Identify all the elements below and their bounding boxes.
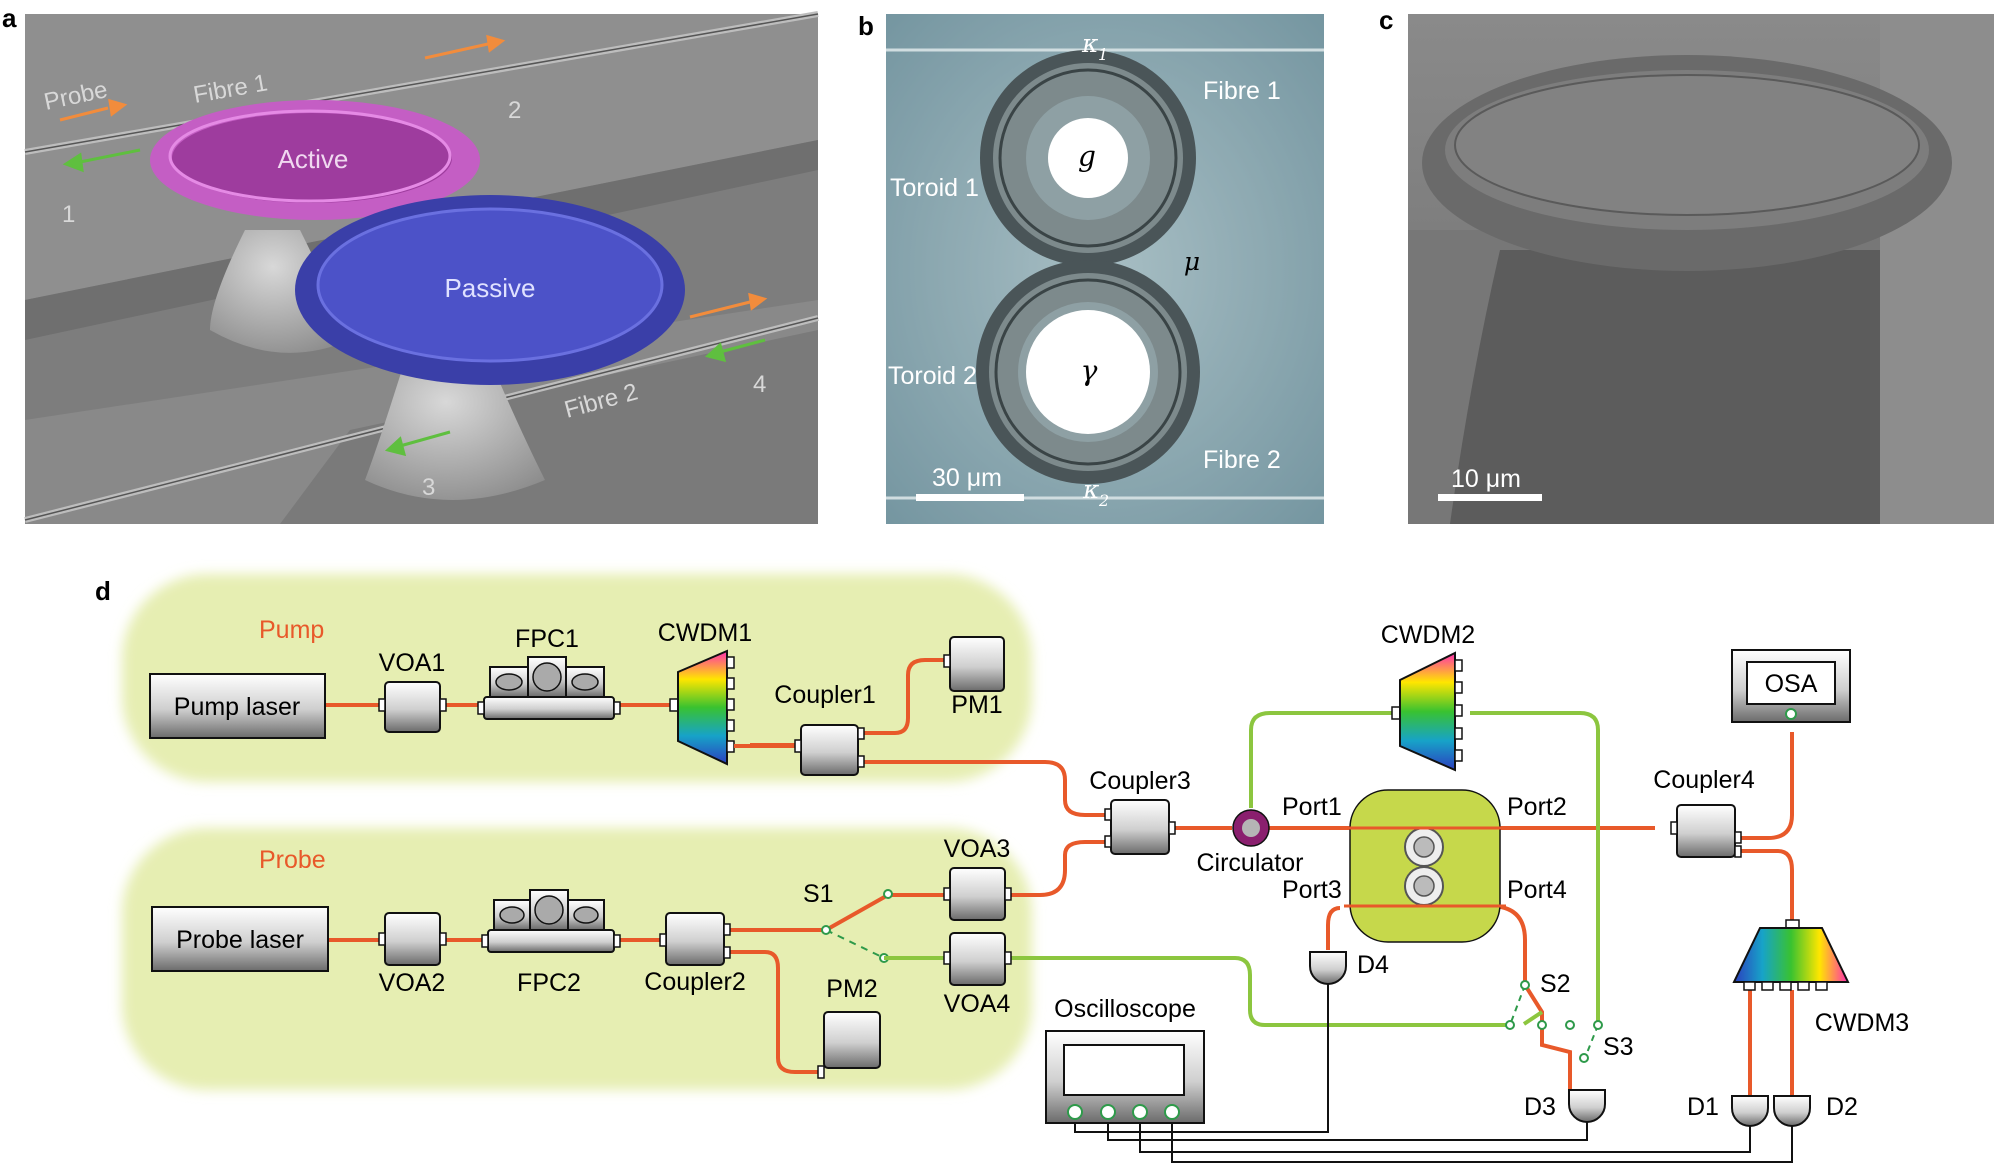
scale-bar-30um [916, 494, 1024, 501]
circulator[interactable]: Circulator [1197, 809, 1304, 877]
switch-s2[interactable] [1505, 980, 1547, 1030]
cwdm1-label: CWDM1 [658, 619, 752, 647]
voa4[interactable]: VOA4 [943, 932, 1012, 1018]
sample-chip: Port1 Port2 Port3 Port4 [1282, 789, 1567, 943]
port2-label: Port2 [1507, 793, 1567, 821]
label-passive: Passive [444, 273, 535, 303]
pump-laser-label: Pump laser [174, 693, 300, 721]
oscilloscope-label: Oscilloscope [1054, 995, 1196, 1023]
label-gamma: γ [1081, 354, 1098, 387]
detector-d3: D3 [1524, 1089, 1606, 1123]
green-arrows [62, 148, 766, 457]
coupler4-label: Coupler4 [1653, 766, 1755, 794]
panel-label-b: b [858, 11, 874, 41]
voa1-label: VOA1 [379, 649, 446, 677]
detector-d2: D2 [1773, 1093, 1858, 1127]
label-active: Active [278, 144, 349, 174]
switch-s3[interactable] [1565, 1020, 1603, 1063]
fpc1-label: FPC1 [515, 625, 579, 653]
detector-d1: D1 [1687, 1093, 1769, 1127]
panel-a: Probe Fibre 1 Fibre 2 Active Passive 1 2… [24, 11, 819, 524]
label-fibre-1: Fibre 1 [1203, 77, 1281, 105]
label-kappa-2: κ [1082, 475, 1100, 504]
pm1-label: PM1 [951, 691, 1002, 719]
voa2-label: VOA2 [379, 969, 446, 997]
s3-label: S3 [1603, 1033, 1634, 1061]
panel-b: 30 μm κ 1 κ 2 Fibre 1 Fibre 2 Toroid 1 T… [886, 14, 1324, 524]
label-toroid-2: Toroid 2 [888, 362, 977, 390]
port1-label: Port1 [1282, 793, 1342, 821]
label-kappa-1-sub: 1 [1098, 45, 1108, 64]
label-port-2: 2 [508, 97, 521, 124]
voa4-label: VOA4 [944, 990, 1011, 1018]
detector-d4: D4 [1309, 951, 1389, 985]
panel-c: 10 μm [1408, 14, 1994, 524]
scale-label-30um: 30 μm [932, 464, 1002, 492]
port4-label: Port4 [1507, 876, 1567, 904]
port3-label: Port3 [1282, 876, 1342, 904]
pm1[interactable]: PM1 [943, 636, 1005, 719]
osa[interactable]: OSA [1731, 649, 1851, 723]
voa3[interactable]: VOA3 [943, 835, 1012, 921]
d3-label: D3 [1524, 1093, 1556, 1121]
coupler2[interactable]: Coupler2 [644, 912, 746, 996]
probe-group-background [122, 828, 1032, 1090]
circulator-label: Circulator [1197, 849, 1304, 877]
fpc1[interactable]: FPC1 [477, 625, 621, 720]
pm2-label: PM2 [826, 975, 877, 1003]
label-toroid-1: Toroid 1 [890, 174, 979, 202]
coupler1[interactable]: Coupler1 [774, 681, 876, 776]
coupler4[interactable]: Coupler4 [1653, 766, 1755, 858]
panel-d: Pump Probe [122, 574, 1909, 1163]
osa-label: OSA [1765, 670, 1818, 698]
passive-pedestal [365, 360, 545, 500]
fpc2[interactable]: FPC2 [481, 889, 621, 997]
coupler1-label: Coupler1 [774, 681, 875, 709]
pump-laser: Pump laser [149, 673, 326, 739]
cwdm2-label: CWDM2 [1381, 621, 1475, 649]
coupler3-label: Coupler3 [1089, 767, 1190, 795]
panel-label-a: a [2, 3, 17, 33]
voa1[interactable]: VOA1 [378, 649, 447, 733]
sem-pedestal [1450, 250, 1880, 524]
label-kappa-2-sub: 2 [1098, 491, 1109, 510]
fpc2-label: FPC2 [517, 969, 581, 997]
cwdm3[interactable]: CWDM3 [1732, 919, 1909, 1037]
s2-label: S2 [1540, 970, 1571, 998]
cwdm3-label: CWDM3 [1815, 1009, 1909, 1037]
pump-group-label: Pump [259, 616, 324, 644]
oscilloscope[interactable]: Oscilloscope [1045, 995, 1205, 1124]
voa2[interactable]: VOA2 [378, 912, 447, 997]
probe-laser-label: Probe laser [176, 926, 304, 954]
label-port-4: 4 [753, 371, 766, 398]
pm2[interactable]: PM2 [817, 975, 881, 1079]
d4-label: D4 [1357, 951, 1389, 979]
s1-label: S1 [803, 880, 834, 908]
d1-label: D1 [1687, 1093, 1719, 1121]
label-g: g [1078, 140, 1096, 173]
label-mu: μ [1184, 247, 1200, 276]
probe-laser: Probe laser [151, 906, 329, 972]
cwdm1[interactable]: CWDM1 [658, 619, 752, 766]
coupler2-label: Coupler2 [644, 968, 745, 996]
scale-label-10um: 10 μm [1451, 465, 1521, 493]
panel-label-c: c [1379, 5, 1393, 35]
d2-label: D2 [1826, 1093, 1858, 1121]
label-port-1: 1 [62, 201, 75, 228]
label-kappa-1: κ [1081, 29, 1099, 58]
coupler3[interactable]: Coupler3 [1089, 767, 1191, 855]
voa3-label: VOA3 [944, 835, 1011, 863]
panel-label-d: d [95, 576, 111, 606]
scale-bar-10um [1438, 494, 1542, 501]
orange-arrows [59, 34, 768, 319]
label-fibre-2: Fibre 2 [1203, 446, 1281, 474]
cwdm2[interactable]: CWDM2 [1381, 621, 1475, 772]
green-fibre-paths [884, 711, 1600, 1027]
label-port-3: 3 [422, 474, 435, 501]
probe-group-label: Probe [259, 846, 326, 874]
